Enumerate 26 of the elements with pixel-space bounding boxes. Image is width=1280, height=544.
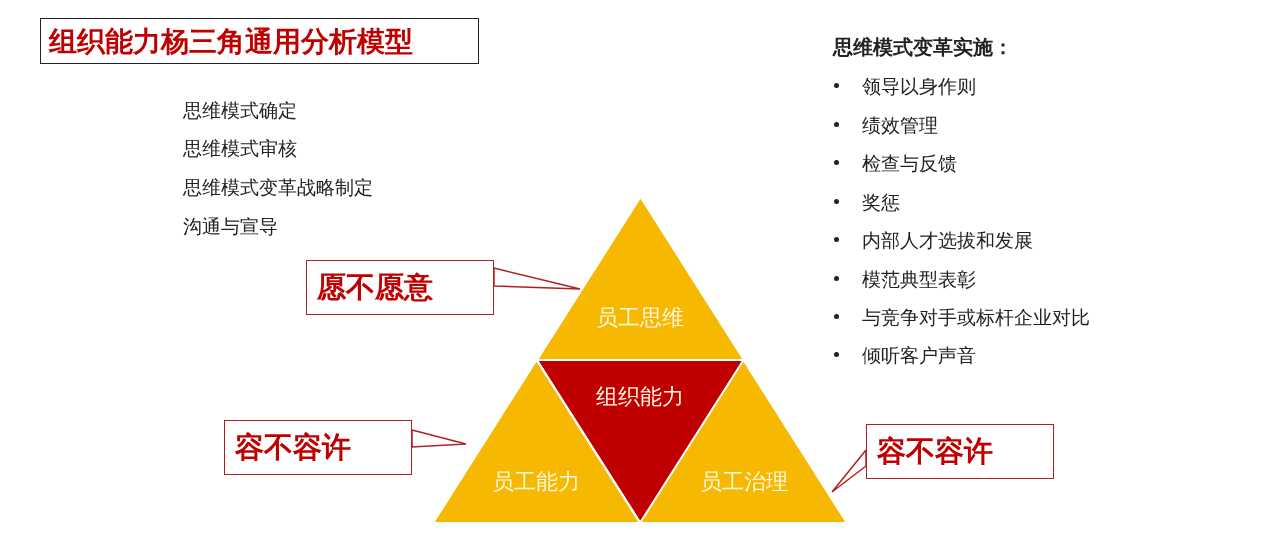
callout-pointer [493, 267, 581, 290]
callout-pointer [831, 449, 867, 493]
list-item: 思维模式审核 [183, 136, 297, 160]
list-item: 与竞争对手或标杆企业对比 [862, 305, 1090, 329]
segment-label: 组织能力 [596, 383, 684, 411]
callout-text: 容不容许 [877, 432, 993, 470]
segment-label: 员工治理 [700, 468, 788, 496]
callout-box [224, 420, 412, 475]
title-box: 组织能力杨三角通用分析模型 [40, 18, 479, 64]
callout-text: 容不容许 [235, 428, 351, 466]
callout-box [306, 260, 494, 315]
segment-label: 员工能力 [492, 468, 580, 496]
list-item: 检查与反馈 [862, 151, 957, 175]
list-heading: 思维模式变革实施： [833, 35, 1013, 59]
list-item: 奖惩 [862, 190, 900, 214]
list-item: 模范典型表彰 [862, 267, 976, 291]
list-item: 思维模式变革战略制定 [183, 175, 373, 199]
list-item: 倾听客户声音 [862, 343, 976, 367]
list-item: 绩效管理 [862, 113, 938, 137]
list-item: 沟通与宣导 [183, 214, 278, 238]
callout-pointer [411, 429, 467, 448]
segment-label: 员工思维 [596, 304, 684, 332]
list-item: 领导以身作则 [862, 74, 976, 98]
callout-text: 愿不愿意 [317, 268, 433, 306]
list-item: 内部人才选拔和发展 [862, 228, 1033, 252]
list-item: 思维模式确定 [183, 98, 297, 122]
